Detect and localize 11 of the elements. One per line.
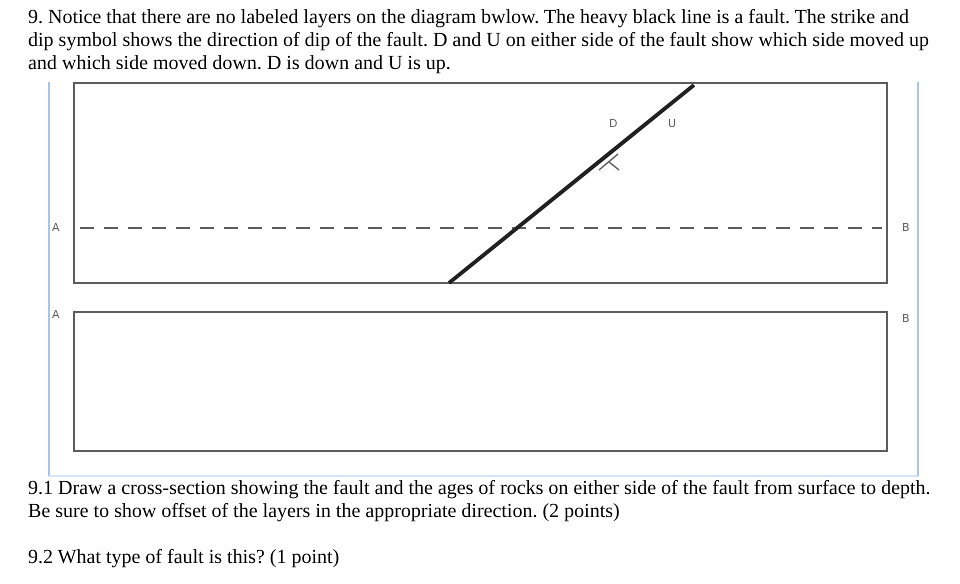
section-end-label: B	[902, 313, 910, 325]
section-end-label: A	[52, 309, 60, 321]
question-text: 9.2 What type of fault is this? (1 point)	[28, 546, 340, 569]
cross-section-box	[73, 311, 888, 452]
question-text: 9. Notice that there are no labeled layers on the diagram bwlow. The heavy black line is a fault. The strike and dip symbol shows the direction of dip of the fault. D and U on either side of the fault show which side moved up and which side moved down. D is down and U is up.	[28, 6, 930, 75]
fault-side-label: U	[668, 118, 676, 130]
question-text: 9.1 Draw a cross-section showing the fault and the ages of rocks on either side of the fault from surface to depth. Be sure to show offset of the layers in the appropriate direction. (2 points)	[28, 477, 932, 523]
fault-side-label: D	[609, 118, 618, 130]
section-end-label: B	[902, 222, 910, 234]
section-end-label: A	[52, 222, 60, 234]
map-box	[73, 82, 888, 284]
